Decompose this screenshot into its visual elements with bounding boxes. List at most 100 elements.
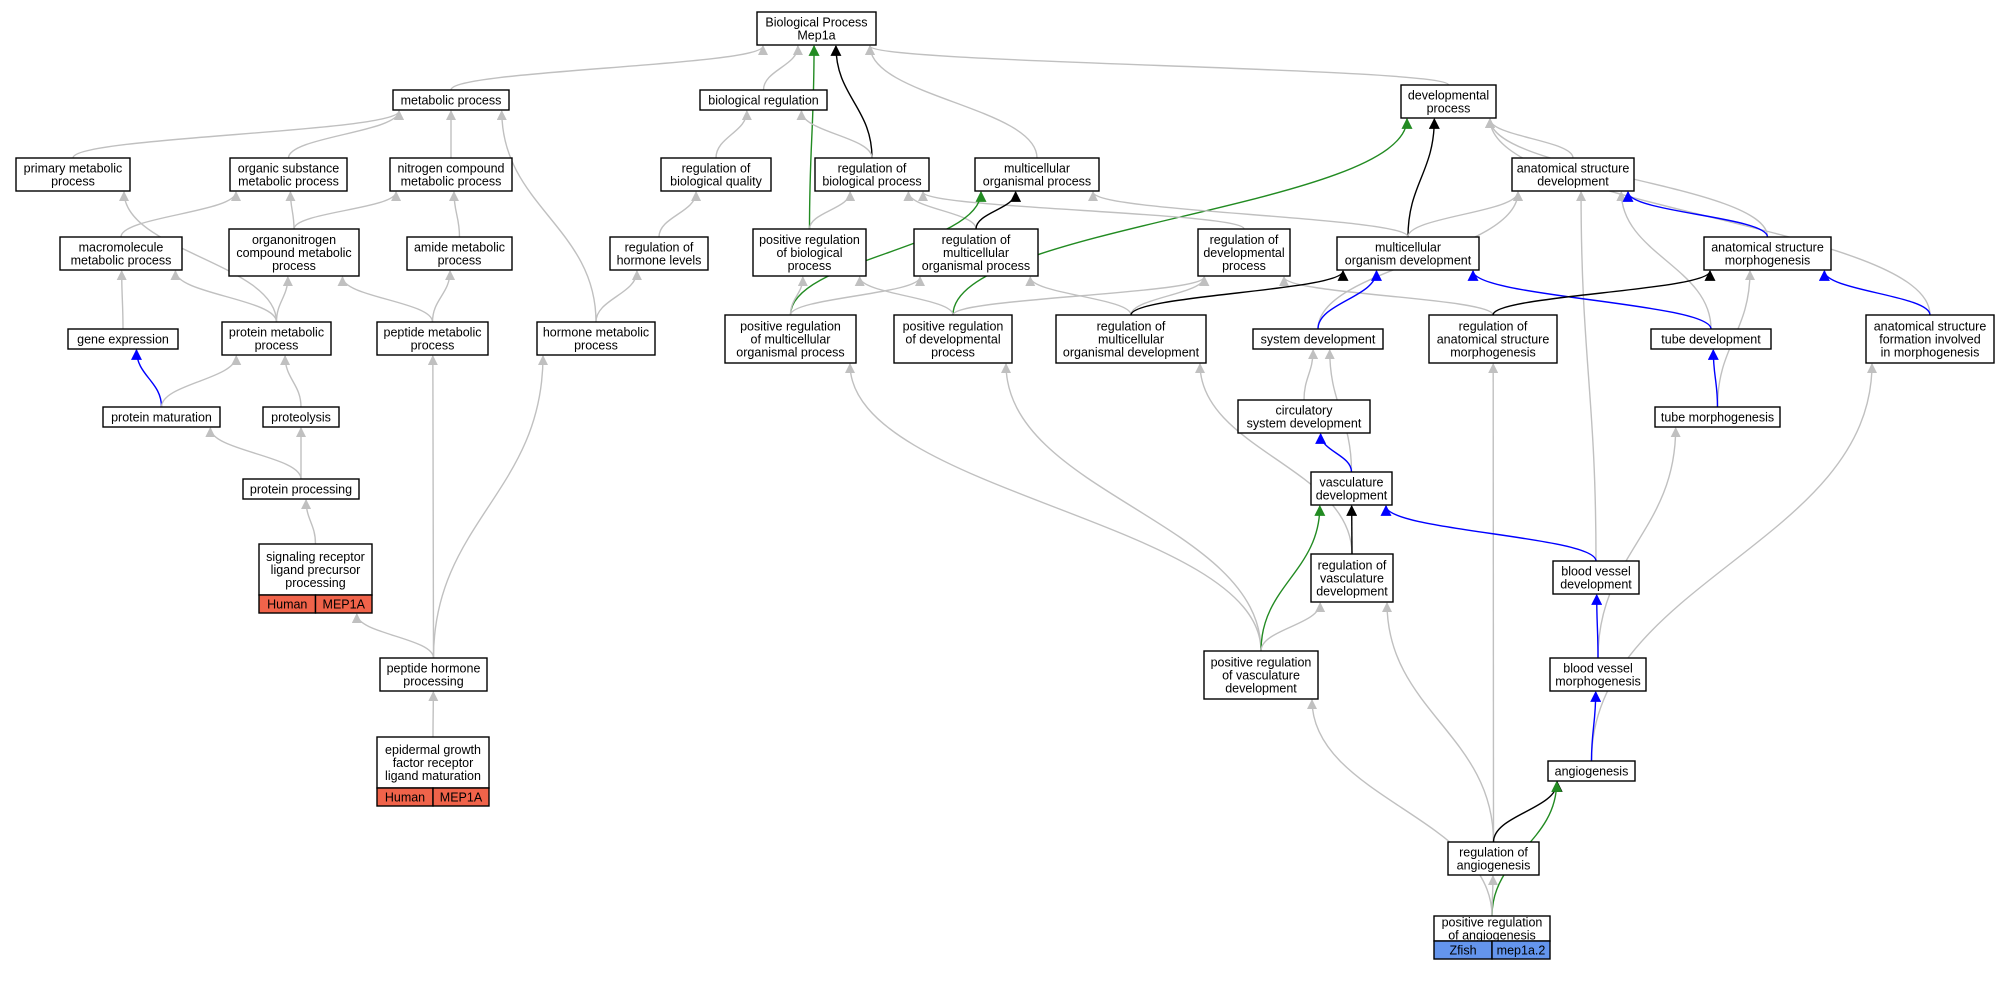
term-label-line: macromolecule — [79, 241, 164, 255]
edge-proteolysis-to-protein-met — [280, 355, 302, 408]
term-label-line: organic substance — [238, 162, 340, 176]
term-label-line: in morphogenesis — [1881, 346, 1980, 360]
term-label-line: processing — [285, 576, 345, 590]
edge-pos-reg-vasc-to-pos-reg-multi-org — [845, 363, 1262, 652]
go-term-bio-reg[interactable]: biological regulation — [699, 89, 828, 111]
term-label-line: angiogenesis — [1457, 859, 1531, 873]
term-box — [1203, 650, 1319, 700]
edge-protein-met-to-macro-met — [170, 270, 278, 323]
go-term-protein-proc[interactable]: protein processing — [242, 478, 360, 500]
term-label-line: vasculature — [1320, 476, 1384, 490]
term-box — [389, 157, 513, 192]
term-label-line: positive regulation — [1442, 916, 1543, 930]
term-label-line: process — [411, 339, 455, 353]
term-label-line: biological quality — [670, 175, 762, 189]
go-term-proteolysis[interactable]: proteolysis — [262, 406, 340, 428]
go-term-gene-expr[interactable]: gene expression — [67, 328, 179, 350]
term-label-line: of biological — [776, 246, 842, 260]
term-box — [536, 321, 656, 356]
term-label-line: of vasculature — [1222, 669, 1300, 683]
term-label-line: organismal process — [922, 259, 1030, 273]
term-box — [752, 228, 867, 277]
term-label-line: vasculature — [1320, 572, 1384, 586]
go-term-protein-mat[interactable]: protein maturation — [102, 406, 221, 428]
term-label-line: system development — [1247, 417, 1362, 431]
term-label-line: regulation of — [838, 162, 907, 176]
edge-blood-dev-to-vasc-dev — [1380, 504, 1597, 562]
term-box — [1433, 915, 1551, 942]
edge-tube-dev-to-anat-dev — [1616, 191, 1712, 330]
edge-pos-reg-vasc-to-reg-vasc — [1260, 602, 1326, 652]
edge-pos-reg-bio-to-reg-bio-proc — [808, 191, 856, 230]
edge-reg-hormone-to-reg-bio-quality — [658, 191, 702, 238]
term-label-line: process — [788, 259, 832, 273]
go-term-angiogenesis[interactable]: angiogenesis — [1547, 760, 1636, 782]
term-box — [229, 157, 348, 192]
term-label-line: ligand precursor — [271, 563, 361, 577]
go-term-system-dev[interactable]: system development — [1252, 328, 1384, 350]
term-label-line: proteolysis — [271, 411, 331, 425]
term-label-line: development — [1560, 578, 1632, 592]
term-label-line: of multicellular — [751, 333, 831, 347]
term-box — [228, 228, 360, 277]
term-label-line: blood vessel — [1561, 565, 1631, 579]
term-box — [221, 321, 332, 356]
edge-macro-met-to-organic-met — [120, 191, 241, 238]
term-label-line: process — [255, 339, 299, 353]
go-term-metabolic[interactable]: metabolic process — [392, 89, 510, 111]
edge-angiogenesis-to-blood-morph — [1590, 690, 1602, 762]
term-label-line: gene expression — [77, 333, 169, 347]
edge-blood-morph-to-tube-morph — [1597, 427, 1681, 659]
edge-protein-mat-to-gene-expr — [130, 348, 163, 408]
edge-reg-multi-dev-to-multi-org-dev — [1130, 269, 1349, 316]
edge-reg-bio-proc-to-bp-root — [830, 44, 873, 159]
term-label-line: organismal development — [1063, 346, 1200, 360]
edge-system-dev-to-multi-org-dev — [1317, 269, 1382, 330]
term-label-line: process — [931, 346, 975, 360]
go-term-tube-dev[interactable]: tube development — [1650, 328, 1772, 350]
edge-tube-morph-to-tube-dev — [1707, 348, 1719, 408]
term-label-line: regulation of — [1097, 320, 1166, 334]
term-label-line: Biological Process — [765, 16, 867, 30]
go-term-tube-morph[interactable]: tube morphogenesis — [1654, 406, 1781, 428]
edge-pos-reg-dev-to-reg-dev-proc — [952, 276, 1209, 316]
edge-peptide-hormone-to-hormone-met — [432, 355, 548, 659]
